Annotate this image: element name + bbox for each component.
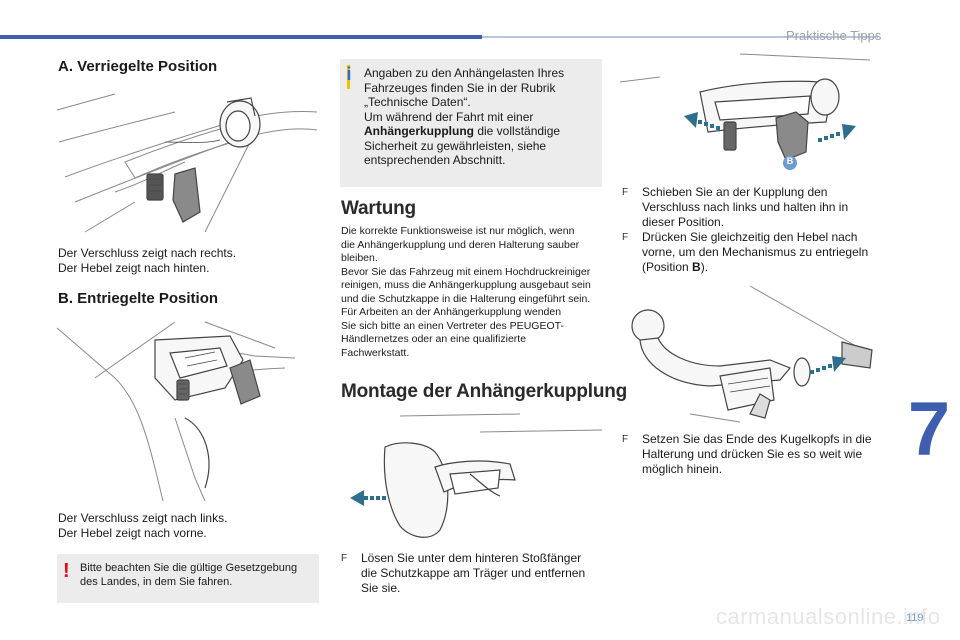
warning-box [57, 554, 319, 603]
footer-watermark: carmanualsonline.info [716, 604, 941, 629]
step-insert-ball: F Setzen Sie das Ende des Kugelkopfs in … [622, 432, 872, 476]
unlocked-position-caption: Der Verschluss zeigt nach links. Der Heb… [58, 511, 228, 540]
header-rule [0, 35, 482, 39]
bullet-marker: F [622, 187, 629, 198]
bullet-marker: F [341, 553, 348, 564]
bullet-marker: F [622, 434, 629, 445]
callout-b-label: B [786, 156, 794, 166]
info-box [340, 59, 602, 187]
step-slide-lock: F Schieben Sie an der Kupplung den Versc… [622, 185, 849, 229]
mounting-step-remove-cap: F Lösen Sie unter dem hinteren Stoßfänge… [341, 551, 586, 595]
unlocked-position-heading: B. Entriegelte Position [58, 290, 219, 307]
chapter-number: 7 [907, 387, 951, 472]
info-text: Angaben zu den Anhängelasten Ihres Fahrz… [364, 66, 565, 167]
unlock-mechanism-illustration [620, 53, 871, 170]
maintenance-heading: Wartung [341, 198, 416, 219]
locked-position-heading: A. Verriegelte Position [58, 58, 218, 75]
locked-position-illustration [56, 93, 318, 233]
cap-removal-illustration [350, 413, 603, 538]
callout-b-marker [783, 156, 797, 170]
locked-position-caption: Der Verschluss zeigt nach rechts. Der He… [58, 246, 237, 275]
ball-insertion-illustration [631, 285, 873, 423]
mounting-heading: Montage der Anhängerkupplung [341, 381, 628, 402]
maintenance-text: Die korrekte Funktionsweise ist nur mögl… [341, 225, 591, 359]
warning-icon: ! [63, 560, 70, 582]
warning-text: Bitte beachten Sie die gültige Gesetzgeb… [80, 562, 298, 588]
bullet-marker: F [622, 232, 629, 243]
header-rule-light [482, 36, 878, 38]
step-press-lever: F Drücken Sie gleichzeitig den Hebel nac… [622, 230, 869, 274]
info-marker [347, 65, 350, 89]
section-title: Praktische Tipps [786, 28, 882, 43]
info-icon: i [346, 64, 352, 84]
unlocked-position-illustration [56, 321, 296, 502]
page-number: 119 [906, 612, 924, 624]
